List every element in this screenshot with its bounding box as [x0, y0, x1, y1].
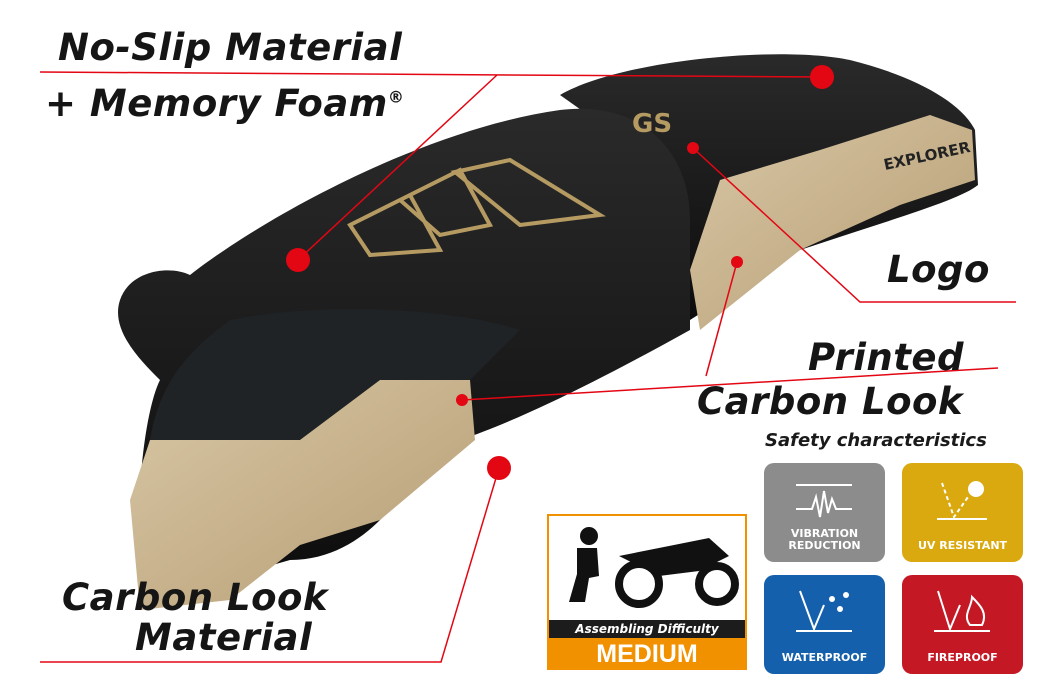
registered-mark: ®: [387, 87, 405, 107]
flame-icon: [934, 590, 990, 632]
pillion-map-print: [690, 115, 975, 330]
callout-dot-no-slip: [810, 65, 834, 89]
difficulty-level: MEDIUM: [549, 638, 745, 668]
callout-carbon-look-material-1: Carbon Look: [62, 576, 329, 619]
callout-no-slip: No-Slip Material: [58, 26, 403, 69]
callout-logo: Logo: [887, 248, 990, 291]
seat-carbon-side: [150, 309, 520, 470]
stitch-wings-logo: [347, 157, 606, 258]
callout-dot-foam: [286, 248, 310, 272]
badge-uv-resistant: UV RESISTANT: [902, 463, 1023, 562]
callout-carbon-look: Carbon Look: [697, 380, 964, 423]
mechanic-motorcycle-icon: [569, 527, 739, 608]
callout-memory-foam: + Memory Foam®: [45, 82, 404, 125]
callout-dot-printed-front: [456, 394, 468, 406]
assembling-difficulty-panel: Assembling Difficulty MEDIUM: [547, 514, 747, 670]
badge-fireproof: FIREPROOF: [902, 575, 1023, 674]
callout-lines: [39, 71, 1016, 663]
sun-icon: [937, 481, 987, 520]
callout-carbon-look-material-2: Material: [135, 616, 313, 659]
front-map-print: [130, 380, 475, 610]
badge-label: UV RESISTANT: [917, 539, 1008, 552]
difficulty-label: Assembling Difficulty: [549, 620, 745, 638]
water-drops-icon: [796, 590, 852, 632]
badge-label: WATERPROOF: [781, 651, 868, 664]
badge-waterproof: WATERPROOF: [764, 575, 885, 674]
callout-dot-carbon: [487, 456, 511, 480]
badge-label: FIREPROOF: [927, 651, 998, 664]
callout-printed: Printed: [808, 336, 965, 379]
vibration-icon: [796, 484, 852, 518]
callout-dots: [286, 65, 834, 480]
memory-foam-text: + Memory Foam: [45, 82, 388, 125]
seat-logo-text: GS: [632, 109, 672, 139]
callout-dot-printed-rear: [731, 256, 743, 268]
callout-dot-logo: [687, 142, 699, 154]
safety-title: Safety characteristics: [765, 430, 987, 451]
